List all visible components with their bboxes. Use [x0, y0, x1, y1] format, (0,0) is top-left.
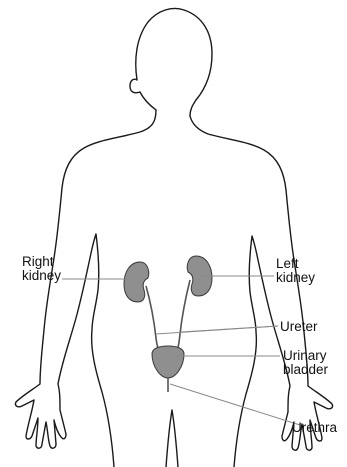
- left-kidney-label: Left kidney: [276, 256, 315, 285]
- head-outline: [130, 9, 212, 117]
- right-kidney-label: Right kidney: [22, 254, 61, 283]
- ureter-label: Ureter: [280, 319, 318, 334]
- body-outline: [15, 9, 332, 467]
- urinary-bladder: [152, 346, 184, 378]
- urinary-bladder-label: Urinary bladder: [283, 348, 330, 377]
- urethra-leader: [170, 384, 300, 425]
- right-ureter: [146, 286, 160, 354]
- crotch-outline: [166, 410, 178, 467]
- urinary-organs: [124, 256, 212, 392]
- left-ureter: [176, 280, 190, 354]
- right-kidney: [124, 262, 149, 302]
- labels: Right kidney Left kidney Ureter Urinary …: [22, 254, 338, 435]
- urethra-label: Urethra: [292, 420, 338, 435]
- ureter-leader-left: [181, 326, 278, 332]
- right-side-outline: [190, 116, 333, 467]
